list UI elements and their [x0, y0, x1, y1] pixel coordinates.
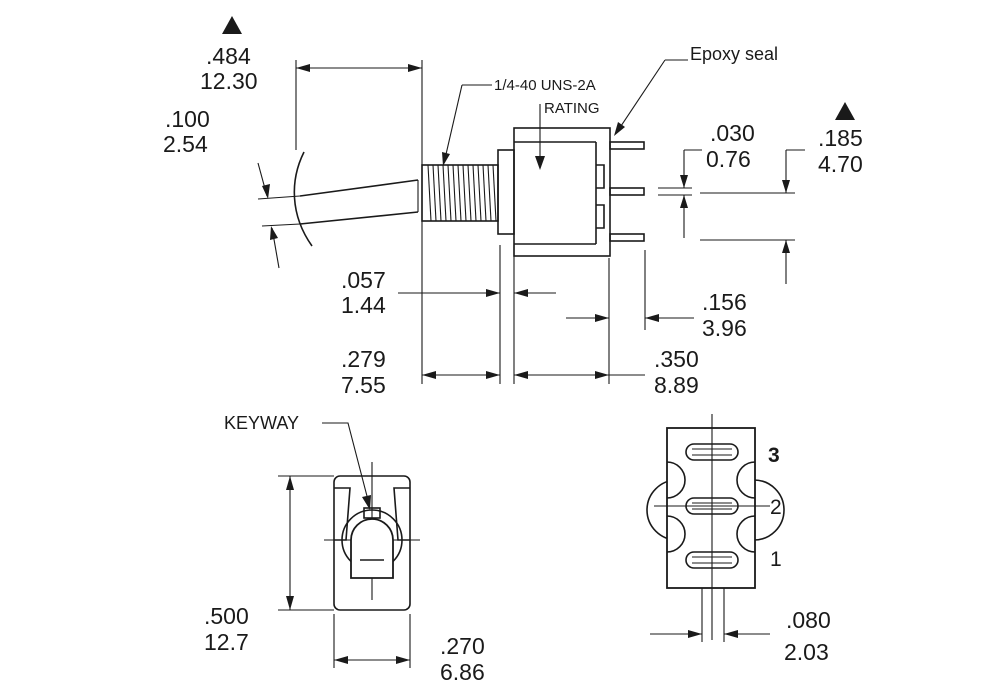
dim-lever-length-inch: .484	[206, 43, 251, 69]
thread-line	[482, 164, 487, 222]
side-view: .484 12.30 .100 2.54 1/4-40 UNS-2A RATIN…	[163, 16, 863, 398]
dim-terminal-thickness: .030 0.76	[680, 120, 755, 238]
thread-line	[437, 164, 442, 222]
dim-pitch-mm: 4.70	[818, 151, 863, 177]
dim-width-inch: .270	[440, 633, 485, 659]
thread-line	[442, 164, 447, 222]
dim-width-mm: 6.86	[440, 659, 485, 685]
extension-lines	[295, 60, 795, 384]
dim-bushing-length: .279 7.55	[341, 346, 500, 398]
terminals-side	[609, 141, 645, 242]
thread-line	[452, 164, 457, 222]
thread-line	[427, 164, 432, 222]
thread-callout: 1/4-40 UNS-2A	[442, 77, 596, 166]
threaded-bushing	[421, 149, 515, 235]
dim-terminal-width-mm: 2.03	[784, 639, 829, 665]
dim-terminal-length: .156 3.96	[566, 289, 747, 341]
dim-flange-mm: 1.44	[341, 292, 386, 318]
dim-lever-diameter: .100 2.54	[163, 106, 301, 269]
thread-line	[477, 164, 482, 222]
thread-line	[467, 164, 472, 222]
thread-line	[457, 164, 462, 222]
dim-bushing-inch: .279	[341, 346, 386, 372]
dim-terminal-width-inch: .080	[786, 607, 831, 633]
dim-flange-inch: .057	[341, 267, 386, 293]
thread-line	[462, 164, 467, 222]
terminal-pad	[685, 551, 739, 569]
dim-terminal-length-inch: .156	[702, 289, 747, 315]
keyway-label: KEYWAY	[224, 413, 299, 433]
dim-bushing-mm: 7.55	[341, 372, 386, 398]
revision-triangle-icon	[222, 16, 242, 34]
rating-label: RATING	[544, 100, 600, 117]
dim-thickness-inch: .030	[710, 120, 755, 146]
dim-lever-dia-inch: .100	[165, 106, 210, 132]
epoxy-callout: Epoxy seal	[614, 44, 778, 136]
dim-body-depth: .350 8.89	[514, 346, 699, 398]
back-view: 3 2 1 .080 2.03	[646, 414, 831, 665]
lever	[293, 151, 419, 247]
terminal-pad	[685, 497, 739, 515]
dim-body-width: .270 6.86	[333, 614, 485, 685]
dim-depth-mm: 8.89	[654, 372, 699, 398]
dim-terminal-width: .080 2.03	[650, 588, 831, 665]
dim-pitch-inch: .185	[818, 125, 863, 151]
thread-line	[492, 164, 497, 222]
terminal-pad	[685, 443, 739, 461]
dim-terminal-pitch: .185 4.70	[782, 102, 863, 284]
dim-thickness-mm: 0.76	[706, 146, 751, 172]
dim-height-mm: 12.7	[204, 629, 249, 655]
epoxy-label: Epoxy seal	[690, 44, 778, 64]
dim-lever-length-mm: 12.30	[200, 68, 258, 94]
pin-label-1: 1	[770, 548, 782, 571]
thread-line	[432, 164, 437, 222]
keyway-callout: KEYWAY	[224, 413, 371, 510]
dim-depth-inch: .350	[654, 346, 699, 372]
front-view: KEYWAY .500 12.7 .270 6.86	[204, 413, 485, 685]
switch-body	[513, 127, 611, 257]
pin-label-3: 3	[768, 444, 780, 467]
rating-callout: RATING	[535, 100, 600, 170]
dim-bushing-flange: .057 1.44	[341, 267, 556, 318]
dim-height-inch: .500	[204, 603, 249, 629]
dim-body-height: .500 12.7	[204, 475, 334, 655]
dim-lever-length: .484 12.30	[200, 16, 422, 94]
dim-terminal-length-mm: 3.96	[702, 315, 747, 341]
thread-label: 1/4-40 UNS-2A	[494, 77, 596, 94]
thread-line	[472, 164, 477, 222]
thread-line	[487, 164, 492, 222]
revision-triangle-icon	[835, 102, 855, 120]
thread-line	[447, 164, 452, 222]
dim-lever-dia-mm: 2.54	[163, 131, 208, 157]
pin-label-2: 2	[770, 496, 782, 519]
